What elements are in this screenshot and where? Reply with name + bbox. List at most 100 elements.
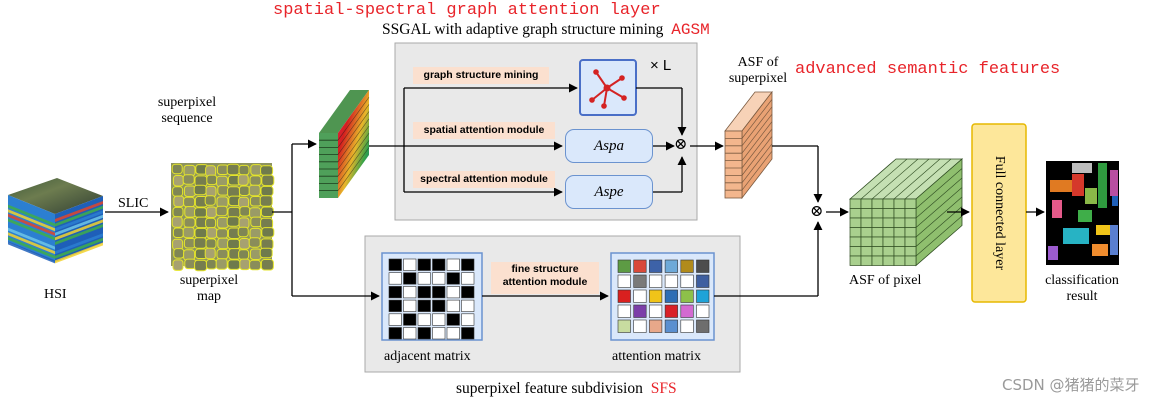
attention-matrix-cell [664,304,678,318]
attention-matrix-cell [680,304,694,318]
superpixel-cell [172,259,184,271]
asf-superpixel-bar [724,90,773,200]
green-cube-edge [882,158,930,200]
green-cube-cell [849,217,862,228]
green-cube-cell [904,246,917,257]
superpixel-cell [171,216,183,228]
hsi-band [8,227,55,250]
sequence-line [337,147,370,191]
green-cube-cell [849,246,862,257]
full-connected-layer[interactable] [971,123,1027,303]
superpixel-cell [193,237,207,249]
sfs-abbr: SFS [650,380,677,397]
superpixel-cell [182,226,195,239]
graph-structure-icon[interactable] [579,59,637,116]
superpixel-cell [204,195,216,206]
superpixel-cell [248,237,261,248]
adjacent-matrix-cell [461,286,475,299]
adjacent-matrix-cell [446,272,460,285]
adjacent-matrix-cell [403,299,417,312]
superpixel-sequence-bar [319,90,370,198]
class-patch [1085,188,1097,204]
attention-matrix-cell [696,289,710,303]
green-cube-cell [882,208,895,219]
class-patch [1048,246,1058,260]
attention-matrix-cell [680,274,694,288]
superpixel-cell [204,247,216,260]
superpixel-cell [239,258,251,271]
superpixel-cell [183,196,196,208]
class-patch [1092,244,1108,256]
superpixel-cell [227,238,241,250]
hsi-band [8,213,55,236]
attention-matrix-cell [617,304,631,318]
adjacent-matrix-cell [388,286,402,299]
fsam-pill: fine structure attention module [491,262,599,294]
green-cube-edge [915,168,963,209]
hsi-band [8,223,55,245]
attention-matrix-cell [680,289,694,303]
green-cube-cell [904,208,917,219]
agsm-abbr: AGSM [671,21,710,39]
attention-matrix-cell [649,304,663,318]
superpixel-cell [183,217,196,228]
superpixel-cell [172,206,184,218]
superpixel-cell [194,207,208,218]
superpixel-cell [260,165,274,176]
green-cube-edge [860,158,908,200]
gsm-pill: graph structure mining [413,67,549,84]
green-cube-cell [860,208,873,219]
asf-pixel-label: ASF of pixel [849,273,922,288]
attention-matrix-cell [633,259,647,273]
attention-matrix-cell [696,274,710,288]
adjacent-matrix-cell [432,258,446,271]
attention-matrix-cell [617,319,631,333]
attention-matrix-cell [649,289,663,303]
sequence-line [337,97,370,141]
attention-matrix-cell [617,289,631,303]
green-cube-cell [882,236,895,247]
superpixel-cell [215,205,228,217]
superpixel-cell [260,206,274,217]
adjacent-matrix-cell [417,299,431,312]
sequence-line [337,133,370,177]
aspa-module[interactable]: Aspa [565,129,653,163]
superpixel-cell [171,163,183,175]
superpixel-cell [194,227,208,239]
adjacent-matrix-cell [388,313,402,326]
green-cube-edge [915,215,963,257]
adjacent-matrix-cell [403,327,417,340]
hsi-band [8,218,55,241]
asf-line [741,150,773,191]
sequence-line [337,140,370,184]
green-cube-cell [860,246,873,257]
watermark-text: CSDN @猪猪的菜牙 [1002,376,1140,394]
adjacent-matrix-cell [417,272,431,285]
asf-line [741,128,773,169]
asf-line [741,143,773,184]
superpixel-cell [205,259,217,270]
superpixel-cell [238,249,250,260]
adjacent-matrix-cell [403,286,417,299]
superpixel-cell [248,184,261,197]
superpixel-map-image [171,163,275,272]
green-cube-cell [904,255,917,266]
green-cube-cell [871,227,884,238]
green-cube-cell [871,255,884,266]
superpixel-cell [205,206,217,218]
sequence-line [337,125,370,170]
classification-label: classification result [1045,273,1119,305]
attention-matrix-cell [649,274,663,288]
superpixel-cell [206,174,218,186]
green-cube-edge [915,177,963,219]
green-cube-cell [849,208,862,219]
superpixel-cell [226,216,240,227]
superpixel-sequence-label: superpixel sequence [157,95,217,127]
adjacent-matrix-cell [461,258,475,271]
attention-matrix-cell [696,259,710,273]
green-cube-edge [904,158,952,200]
attention-matrix-cell [664,259,678,273]
superpixel-cell [172,227,184,238]
green-cube-cell [882,198,895,209]
aspe-module[interactable]: Aspe [565,175,653,209]
